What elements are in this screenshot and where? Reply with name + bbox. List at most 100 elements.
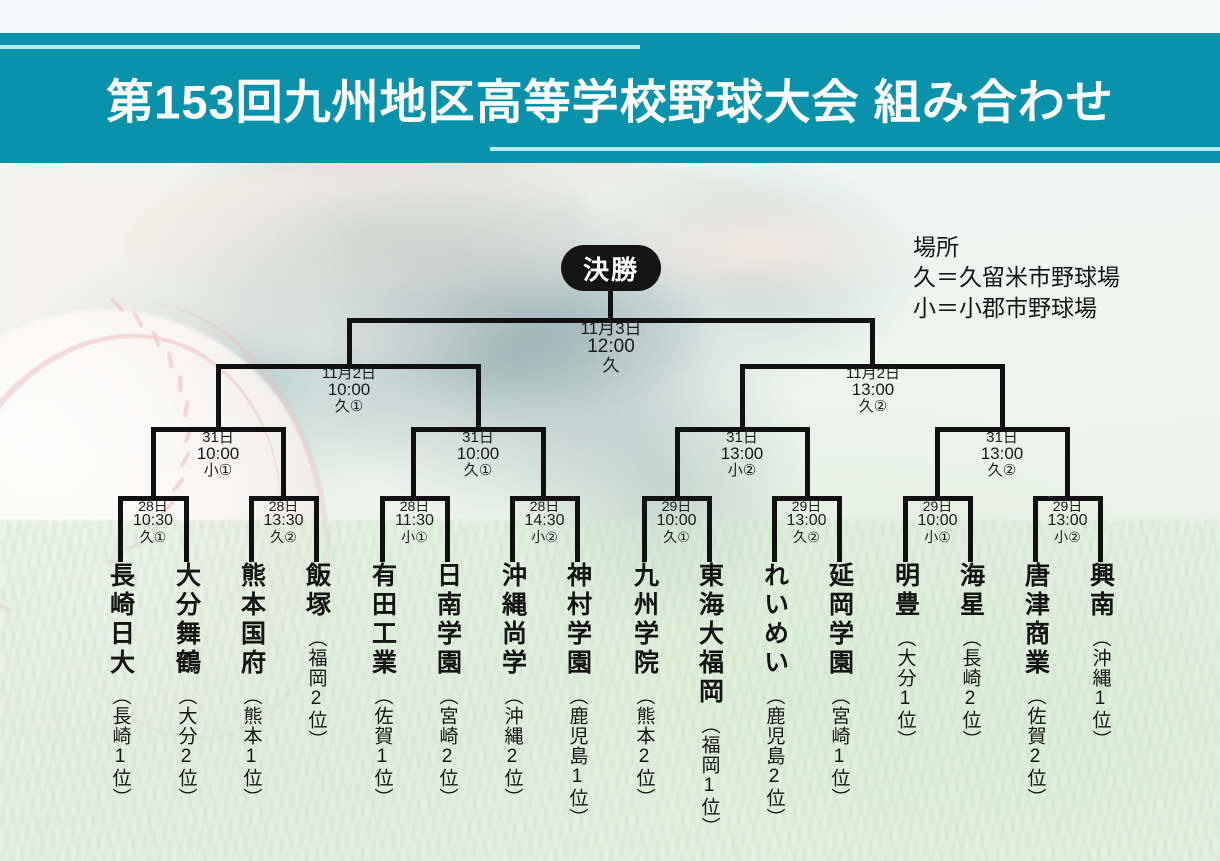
semifinal-2-venue: 久②	[858, 397, 888, 415]
team-name: 興南	[1086, 562, 1115, 620]
venue-legend-heading: 場所	[913, 234, 959, 260]
quarterfinal-3-drop-left	[675, 427, 680, 497]
quarterfinal-4-venue: 久②	[987, 461, 1017, 479]
first-round-4-venue: 小②	[531, 528, 558, 545]
quarterfinal-1-drop-left	[151, 427, 156, 497]
venue-legend-entry-ogori: 小＝小郡市野球場	[913, 294, 1097, 321]
first-round-5-drop-left	[642, 496, 647, 562]
grass-texture	[0, 520, 1220, 861]
team-name: 飯塚	[302, 562, 331, 620]
first-round-8-connector	[1033, 496, 1098, 501]
team-rank: （沖縄2位）	[501, 686, 523, 808]
first-round-7-time: 10:00	[917, 512, 958, 530]
first-round-1-connector	[118, 496, 184, 501]
team-entry: 飯塚（福岡2位）	[299, 562, 333, 750]
venue-legend: 場所 久＝久留米市野球場 小＝小郡市野球場	[913, 232, 1120, 323]
first-round-1-venue: 久①	[139, 528, 167, 545]
team-rank: （沖縄1位）	[1089, 628, 1111, 750]
semifinal-1-connector	[216, 364, 481, 369]
quarterfinal-1-drop-right	[281, 427, 286, 497]
team-rank: （熊本2位）	[633, 686, 655, 808]
first-round-5-drop-right	[707, 496, 712, 562]
team-entry: 延岡学園（宮崎1位）	[822, 562, 856, 808]
team-name: 長崎日大	[106, 562, 135, 678]
first-round-3-drop-left	[380, 496, 385, 562]
quarterfinal-4-drop-right	[1065, 427, 1070, 497]
team-rank: （佐賀1位）	[371, 686, 393, 808]
first-round-8-venue: 小②	[1054, 528, 1081, 545]
first-round-4-drop-left	[510, 496, 515, 562]
team-rank: （大分2位）	[175, 686, 197, 808]
team-name: 大分舞鶴	[172, 562, 201, 678]
quarterfinal-2-time: 10:00	[456, 444, 500, 464]
first-round-7-drop-left	[903, 496, 908, 562]
first-round-8-drop-right	[1098, 496, 1103, 562]
first-round-2-venue: 久②	[270, 528, 297, 545]
final-drop-left	[347, 318, 352, 366]
team-name: 唐津商業	[1021, 562, 1050, 678]
semifinal-1-time: 10:00	[327, 380, 371, 400]
first-round-4-connector	[510, 496, 575, 501]
quarterfinal-2-connector	[411, 427, 546, 432]
team-name: 沖縄尚学	[498, 562, 527, 678]
first-round-2-connector	[249, 496, 314, 501]
team-entry: 九州学院（熊本2位）	[627, 562, 661, 808]
team-entry: 熊本国府（熊本1位）	[234, 562, 268, 808]
title-banner: 第153回九州地区高等学校野球大会 組み合わせ	[0, 33, 1220, 163]
team-rank: （鹿児島2位）	[763, 686, 785, 828]
team-entry: 長崎日大（長崎1位）	[103, 562, 137, 808]
first-round-3-connector	[380, 496, 445, 501]
quarterfinal-2-drop-left	[411, 427, 416, 497]
banner-rule-top	[0, 45, 640, 49]
team-entry: 興南 （沖縄1位）	[1083, 562, 1117, 750]
final-venue: 久	[602, 355, 620, 375]
warm-light-spot	[640, 180, 1060, 330]
team-entry: 有田工業 （佐賀1位）	[365, 562, 399, 808]
team-rank: （鹿児島1位）	[566, 686, 588, 828]
team-entry: 日南学園（宮崎2位）	[430, 562, 464, 808]
team-name: 有田工業	[368, 562, 397, 678]
final-match-badge: 決勝	[561, 245, 661, 291]
first-round-5-time: 10:00	[656, 512, 697, 530]
semifinal-2-drop-right	[1000, 364, 1005, 428]
quarterfinal-2-date: 31日	[462, 429, 494, 446]
quarterfinal-2-info: 31日 10:00 久①	[425, 430, 531, 478]
semifinal-2-time: 13:00	[851, 380, 895, 400]
first-round-3-date: 28日	[399, 498, 430, 514]
first-round-6-drop-left	[772, 496, 777, 562]
team-rank: （佐賀2位）	[1024, 686, 1046, 808]
team-name: 神村学園	[563, 562, 592, 678]
venue-legend-entry-kurume: 久＝久留米市野球場	[913, 264, 1120, 291]
quarterfinal-4-time: 13:00	[980, 444, 1024, 464]
team-entry: 東海大福岡（福岡1位）	[692, 562, 726, 837]
team-name: 明豊	[891, 562, 920, 620]
quarterfinal-1-info: 31日 10:00 小①	[165, 430, 271, 478]
team-entry: 神村学園 （鹿児島1位）	[560, 562, 594, 828]
quarterfinal-3-drop-right	[805, 427, 810, 497]
final-connector	[347, 318, 875, 323]
semifinal-1-date: 11月2日	[322, 365, 376, 382]
quarterfinal-1-venue: 小①	[203, 461, 233, 479]
first-round-4-time: 14:30	[524, 512, 565, 530]
first-round-1-drop-left	[118, 496, 123, 562]
final-time: 12:00	[587, 336, 635, 358]
team-entry: 海星（長崎2位）	[953, 562, 987, 750]
team-name: れいめい	[760, 562, 789, 678]
quarterfinal-1-time: 10:00	[196, 444, 240, 464]
team-name: 海星	[956, 562, 985, 620]
team-name: 熊本国府	[237, 562, 266, 678]
team-rank: （大分1位）	[894, 628, 916, 750]
final-drop-right	[870, 318, 875, 366]
first-round-5-date: 29日	[661, 498, 692, 514]
quarterfinal-2-venue: 久①	[463, 461, 493, 479]
semifinal-2-info: 11月2日 13:00 久②	[820, 366, 926, 414]
quarterfinal-4-info: 31日 13:00 久②	[949, 430, 1055, 478]
semifinal-2-drop-left	[740, 364, 745, 428]
first-round-3-time: 11:30	[395, 512, 434, 530]
